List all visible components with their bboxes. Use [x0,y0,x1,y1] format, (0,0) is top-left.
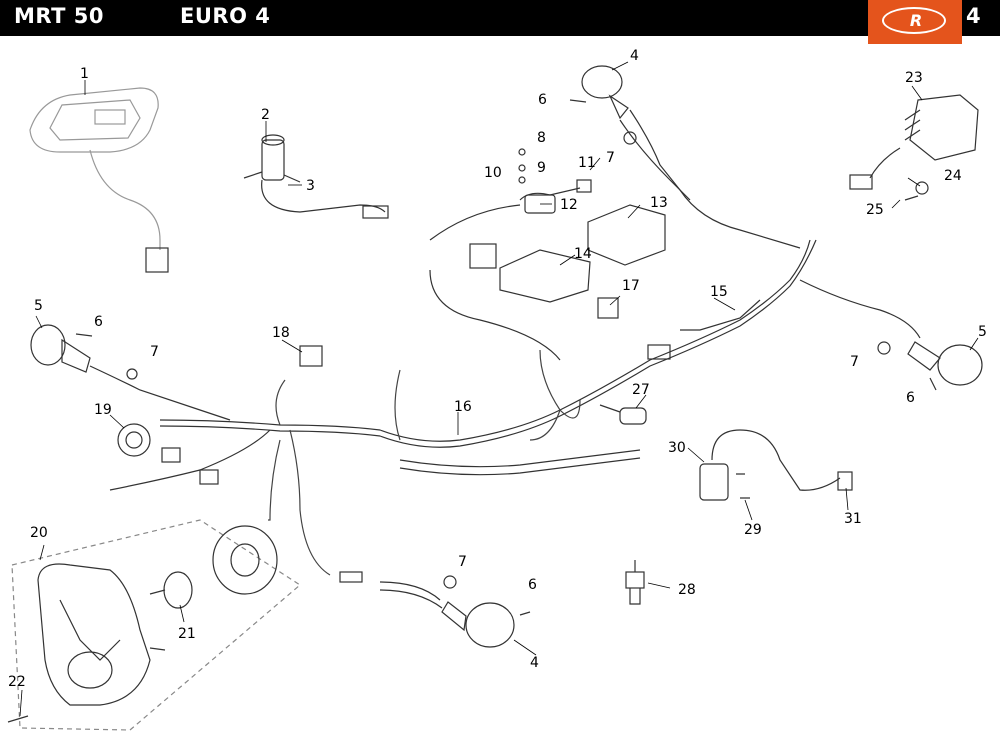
logo-oval-icon: R [882,7,946,34]
callout-9: 9 [537,160,546,176]
callout-17: 17 [622,278,640,294]
callout-1: 1 [80,66,89,82]
callout-7-bottom: 7 [458,554,467,570]
callout-7-top: 7 [606,150,615,166]
callout-6-bottom: 6 [528,577,537,593]
callout-31: 31 [844,511,862,527]
callout-3: 3 [306,178,315,194]
callout-22: 22 [8,674,26,690]
leader-lines [19,61,979,717]
callout-19: 19 [94,402,112,418]
callout-14: 14 [574,246,592,262]
voltage-regulator [849,94,979,201]
headlight-group [7,519,302,731]
callout-24: 24 [944,168,962,184]
turn-signal-top [569,65,801,249]
callout-13: 13 [650,195,668,211]
callout-27: 27 [632,382,650,398]
callout-29: 29 [744,522,762,538]
ecu-module [429,204,666,361]
turn-signal-right [877,341,983,391]
callout-8: 8 [537,130,546,146]
ignition-switch [243,134,389,219]
callout-6-right: 6 [906,390,915,406]
callout-6-top: 6 [538,92,547,108]
main-harness [159,239,921,476]
model-title: MRT 50 [14,4,104,28]
callout-6-left: 6 [94,314,103,330]
callout-21: 21 [178,626,196,642]
callout-30: 30 [668,440,686,456]
callout-7-left: 7 [150,344,159,360]
standard-title: EURO 4 [180,4,271,28]
callout-18: 18 [272,325,290,341]
turn-signal-bottom [339,571,531,648]
callout-7-right: 7 [850,354,859,370]
callout-11: 11 [578,155,596,171]
callout-15: 15 [710,284,728,300]
page-number: 4 [966,4,981,28]
callout-16: 16 [454,399,472,415]
relay-and-horn [109,297,619,491]
callout-labels: 1 2 3 4 6 7 8 9 10 11 12 13 14 15 16 17 … [8,48,987,690]
wiring-branches [268,349,581,576]
callout-4-bottom: 4 [530,655,539,671]
callout-5-right: 5 [978,324,987,340]
callout-25: 25 [866,202,884,218]
instrument-cluster [29,87,169,273]
header-bar: MRT 50 EURO 4 R 4 [0,0,1000,44]
callout-20: 20 [30,525,48,541]
callout-10: 10 [484,165,502,181]
callout-23: 23 [905,70,923,86]
callout-2: 2 [261,107,270,123]
callout-28: 28 [678,582,696,598]
ignition-coil [699,429,853,501]
callout-5-left: 5 [34,298,43,314]
fuse-holder [429,148,592,241]
callout-12: 12 [560,197,578,213]
callout-4-top: 4 [630,48,639,64]
turn-signal-left [30,324,231,421]
temperature-sensor [625,560,645,605]
capacitor-27 [599,404,647,425]
brand-logo: R [868,0,962,44]
logo-letter: R [909,11,923,30]
